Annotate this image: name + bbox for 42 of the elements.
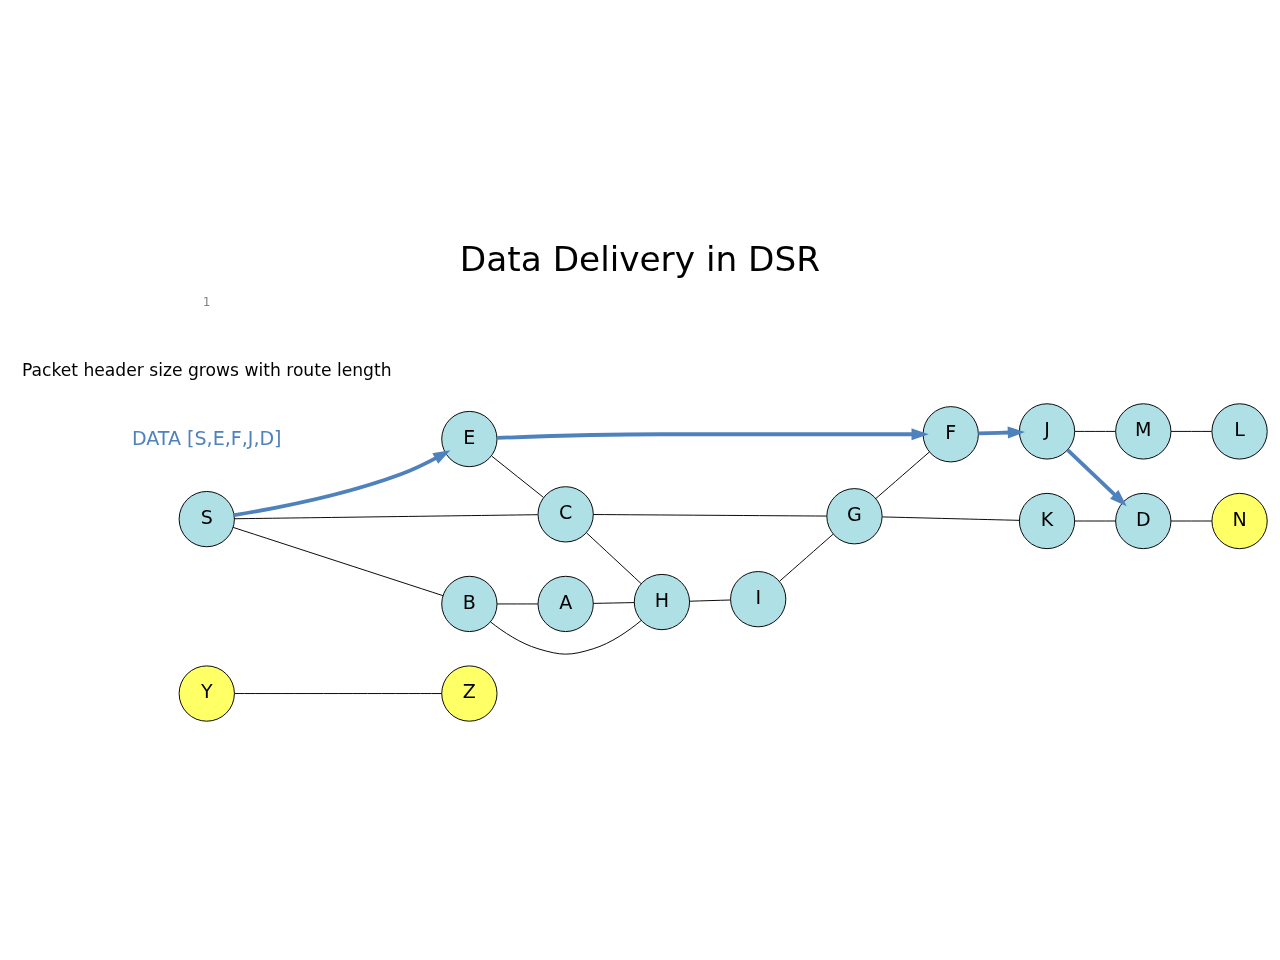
label: Packet header size grows with route length [21, 359, 392, 380]
node-circle: Y [178, 664, 235, 722]
node-circle: K [1018, 492, 1076, 549]
connector [234, 513, 539, 519]
node-circle: F [922, 405, 979, 462]
connector [875, 451, 930, 499]
node-circle: L [1211, 402, 1268, 460]
label: DATA [S,E,F,J,D] [131, 426, 282, 449]
node-circle: C [537, 485, 594, 542]
node-circle: Z [441, 664, 498, 722]
connector [689, 599, 731, 602]
node-circle: J [1018, 402, 1076, 460]
diagram-title: Data Delivery in DSR [459, 238, 821, 279]
connector [491, 455, 544, 498]
node-circle: A [537, 575, 594, 632]
connector [592, 513, 828, 517]
arrow [978, 426, 1025, 439]
connector [1074, 430, 1116, 432]
node-circle: E [441, 410, 498, 467]
connector [592, 601, 635, 604]
node-circle: G [826, 487, 883, 544]
node-circle: S [178, 490, 235, 547]
connector [1170, 430, 1213, 432]
connector [1170, 520, 1213, 521]
arrow [1066, 448, 1127, 506]
node-circle: D [1115, 492, 1172, 549]
label: 1 [203, 294, 211, 309]
connector [779, 533, 834, 582]
connector [490, 619, 642, 655]
arrow [497, 427, 929, 440]
connector [586, 531, 642, 584]
node-circle: B [441, 575, 498, 632]
connector [232, 526, 444, 596]
connector [234, 692, 443, 694]
node-circle: H [633, 573, 691, 630]
connector [496, 602, 539, 604]
connector [1074, 520, 1116, 521]
connector [881, 515, 1020, 521]
node-circle: N [1211, 492, 1268, 549]
arrow [233, 449, 451, 517]
node-circle: M [1115, 402, 1172, 460]
node-circle: I [730, 570, 787, 627]
